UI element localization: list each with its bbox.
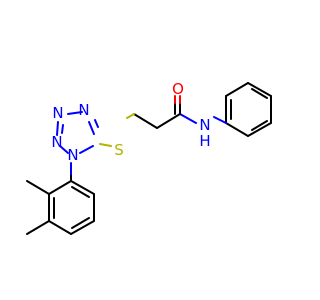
bond xyxy=(71,186,90,198)
bond xyxy=(56,121,59,136)
bond xyxy=(26,180,50,195)
bond xyxy=(48,220,72,235)
bond xyxy=(247,122,272,137)
bond xyxy=(225,122,249,137)
tetrazole-nitrogen-4-label: N xyxy=(51,133,62,151)
oxygen-atom-label: O xyxy=(172,80,184,98)
molecule-structure: O N H S N N N N xyxy=(26,80,272,235)
bond xyxy=(70,180,95,195)
bond xyxy=(213,116,227,124)
amide-nitrogen-label: N xyxy=(199,116,210,134)
bond xyxy=(70,220,95,235)
bond xyxy=(156,113,181,129)
bond xyxy=(67,111,83,115)
bond xyxy=(225,82,249,97)
bond xyxy=(99,143,112,147)
molecule-canvas: O N H S N N N N xyxy=(26,80,272,235)
bond xyxy=(179,113,197,124)
bond xyxy=(94,119,99,128)
bond xyxy=(251,88,268,99)
tetrazole-nitrogen-2-label: N xyxy=(78,101,89,119)
bond xyxy=(79,145,94,154)
bond xyxy=(126,113,135,119)
tetrazole-nitrogen-1-label: N xyxy=(67,146,78,164)
amide-hydrogen-label: H xyxy=(199,132,210,150)
sulfur-atom-label: S xyxy=(114,141,124,159)
bond xyxy=(48,180,72,195)
bonds xyxy=(26,82,272,235)
bond xyxy=(61,124,64,134)
atom-labels: O N H S N N N N xyxy=(51,80,210,164)
bond xyxy=(26,220,50,235)
bond xyxy=(247,82,272,97)
bond xyxy=(133,113,158,129)
bond xyxy=(88,121,95,135)
bond xyxy=(71,217,90,229)
bond xyxy=(59,145,69,154)
bond xyxy=(251,120,268,131)
tetrazole-nitrogen-3-label: N xyxy=(52,104,63,122)
